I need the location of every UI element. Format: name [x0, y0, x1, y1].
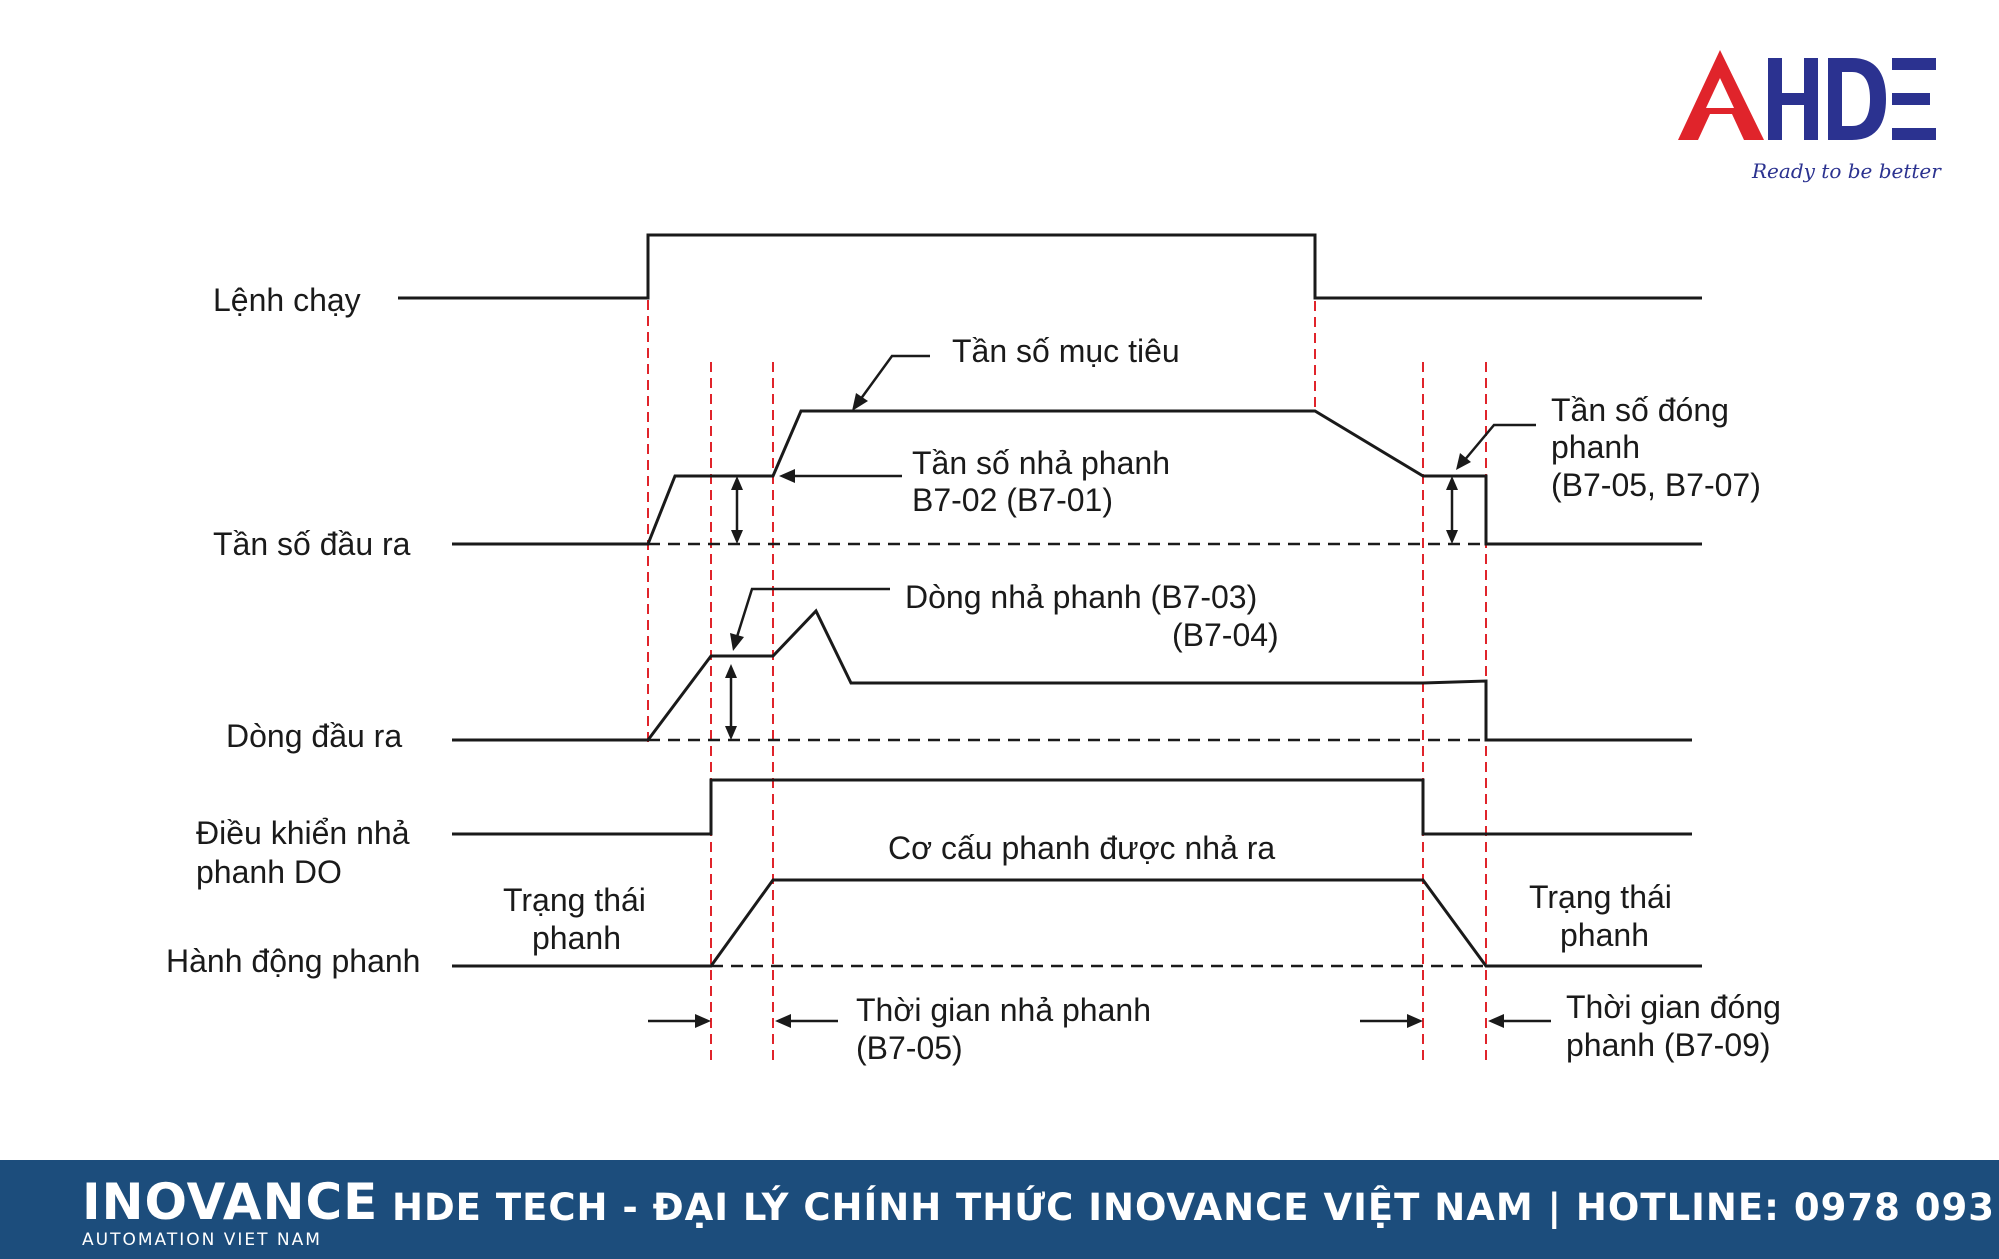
release-time-label-1: Thời gian nhả phanh: [856, 992, 1151, 1028]
close-time-label-2: phanh (B7-09): [1566, 1027, 1771, 1063]
brake-state-right-1: Trạng thái: [1529, 879, 1672, 915]
brake-released-label: Cơ cấu phanh được nhả ra: [888, 830, 1275, 866]
brake-state-right-2: phanh: [1560, 917, 1649, 953]
brake-state-left-2: phanh: [532, 920, 621, 956]
brake-action-trace: [452, 878, 1702, 968]
run-command-label: Lệnh chạy: [213, 282, 361, 318]
footer-hotline-text: HDE TECH - ĐẠI LÝ CHÍNH THỨC INOVANCE VI…: [392, 1186, 1999, 1229]
output-frequency-trace: [452, 409, 1702, 546]
output-current-label: Dòng đầu ra: [226, 718, 402, 754]
release-frequency-label-2: B7-02 (B7-01): [912, 482, 1113, 518]
logo-tagline: Ready to be better: [1751, 159, 1942, 183]
brake-control-label-1: Điều khiển nhả: [196, 815, 410, 851]
close-frequency-label-3: (B7-05, B7-07): [1551, 467, 1761, 503]
run-command-trace: [398, 233, 1702, 300]
ahde-logo: Ready to be better: [1678, 50, 1942, 183]
brake-state-left-1: Trạng thái: [503, 882, 646, 918]
release-current-label-2: (B7-04): [1172, 617, 1279, 653]
release-frequency-label-1: Tần số nhả phanh: [912, 445, 1170, 481]
output-frequency-label: Tần số đầu ra: [213, 526, 411, 562]
inovance-wordmark: INOVANCE: [82, 1173, 379, 1231]
output-current-trace: [452, 608, 1692, 742]
brake-control-label-2: phanh DO: [196, 854, 342, 890]
release-current-label-1: Dòng nhả phanh (B7-03): [905, 579, 1257, 615]
inovance-subtitle: AUTOMATION VIET NAM: [82, 1230, 322, 1250]
close-frequency-label-1: Tần số đóng: [1551, 392, 1729, 428]
footer-banner: INOVANCE AUTOMATION VIET NAM HDE TECH - …: [0, 1160, 1999, 1259]
event-markers: [647, 285, 1487, 1060]
brake-timing-diagram: Lệnh chạy Tần số mục tiêu Tần số đầu ra …: [166, 233, 1781, 1066]
target-frequency-label: Tần số mục tiêu: [952, 333, 1180, 369]
close-time-label-1: Thời gian đóng: [1566, 989, 1781, 1025]
release-time-label-2: (B7-05): [856, 1030, 963, 1066]
close-frequency-label-2: phanh: [1551, 429, 1640, 465]
brake-action-label: Hành động phanh: [166, 943, 420, 979]
inovance-brand: INOVANCE AUTOMATION VIET NAM: [82, 1174, 378, 1250]
brake-control-trace: [452, 778, 1692, 836]
